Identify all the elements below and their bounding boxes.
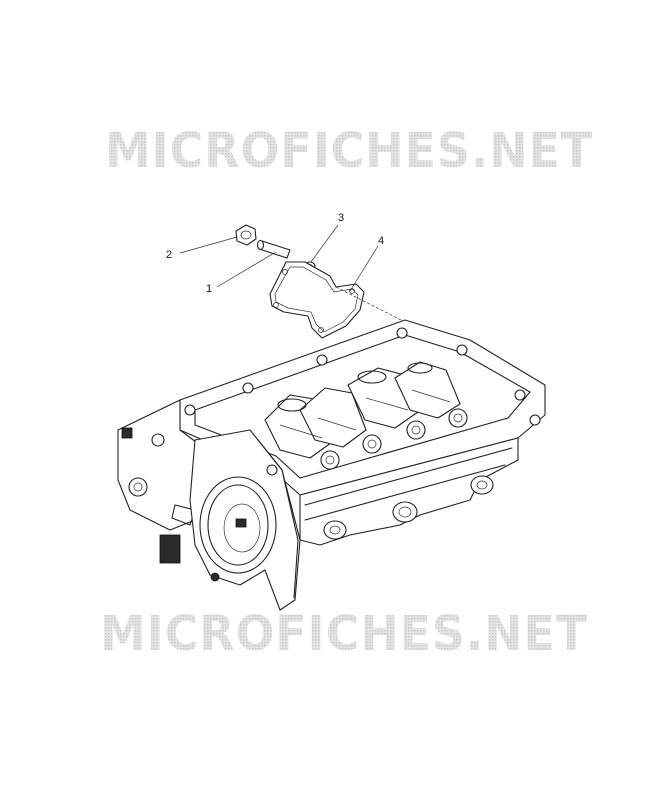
cylinder-head-assembly bbox=[117, 319, 546, 611]
cam-towers bbox=[264, 361, 461, 459]
watermark-bottom: MICROFICHES.NET bbox=[100, 606, 588, 662]
callout-2[interactable]: 2 bbox=[166, 249, 172, 261]
callout-4[interactable]: 4 bbox=[378, 235, 384, 247]
callout-3[interactable]: 3 bbox=[338, 212, 344, 224]
callout-1[interactable]: 1 bbox=[206, 283, 212, 295]
exploded-parts bbox=[235, 224, 365, 339]
nut-part bbox=[235, 224, 257, 246]
deck-bolts bbox=[184, 327, 541, 476]
leader-lines bbox=[179, 224, 406, 323]
gasket-part bbox=[269, 261, 365, 339]
plug-wells bbox=[320, 408, 468, 470]
watermark-top: MICROFICHES.NET bbox=[105, 123, 593, 179]
stud-part bbox=[256, 239, 291, 259]
